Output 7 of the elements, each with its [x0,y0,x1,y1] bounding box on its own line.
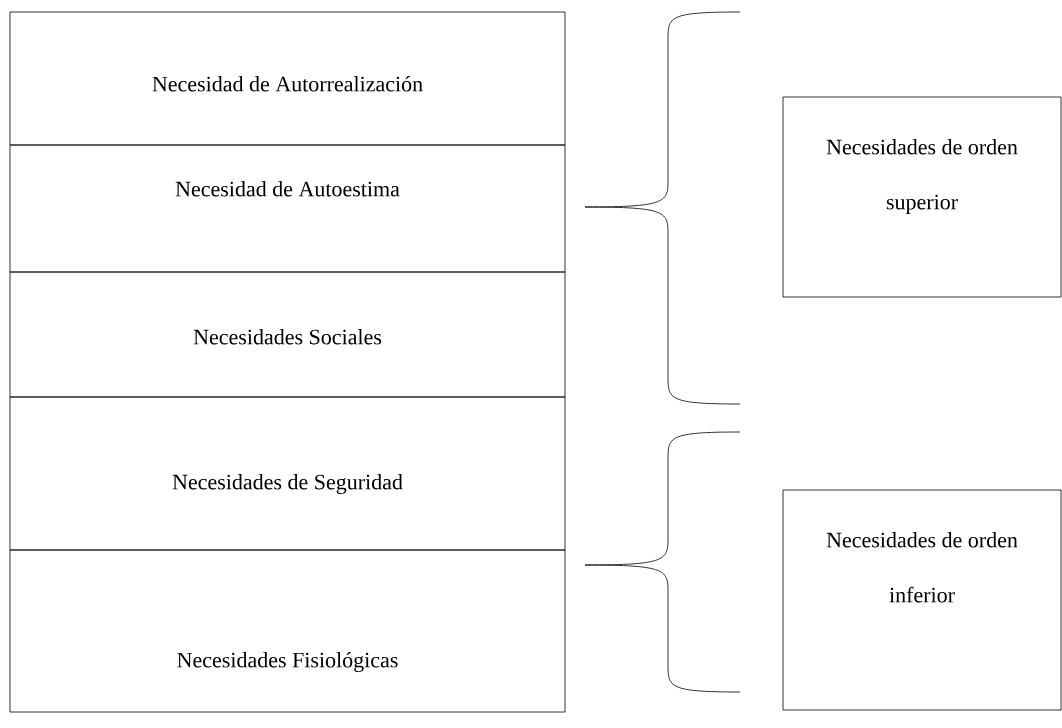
group-box: Necesidades de orden inferior [782,489,1062,711]
pyramid-level: Necesidad de Autoestima [9,144,566,273]
pyramid-level: Necesidades Sociales [9,271,566,398]
pyramid-level: Necesidades Fisiológicas [9,549,566,713]
group-box: Necesidades de orden superior [782,96,1062,298]
pyramid-level: Necesidad de Autorrealización [9,11,566,146]
pyramid-level: Necesidades de Seguridad [9,396,566,551]
